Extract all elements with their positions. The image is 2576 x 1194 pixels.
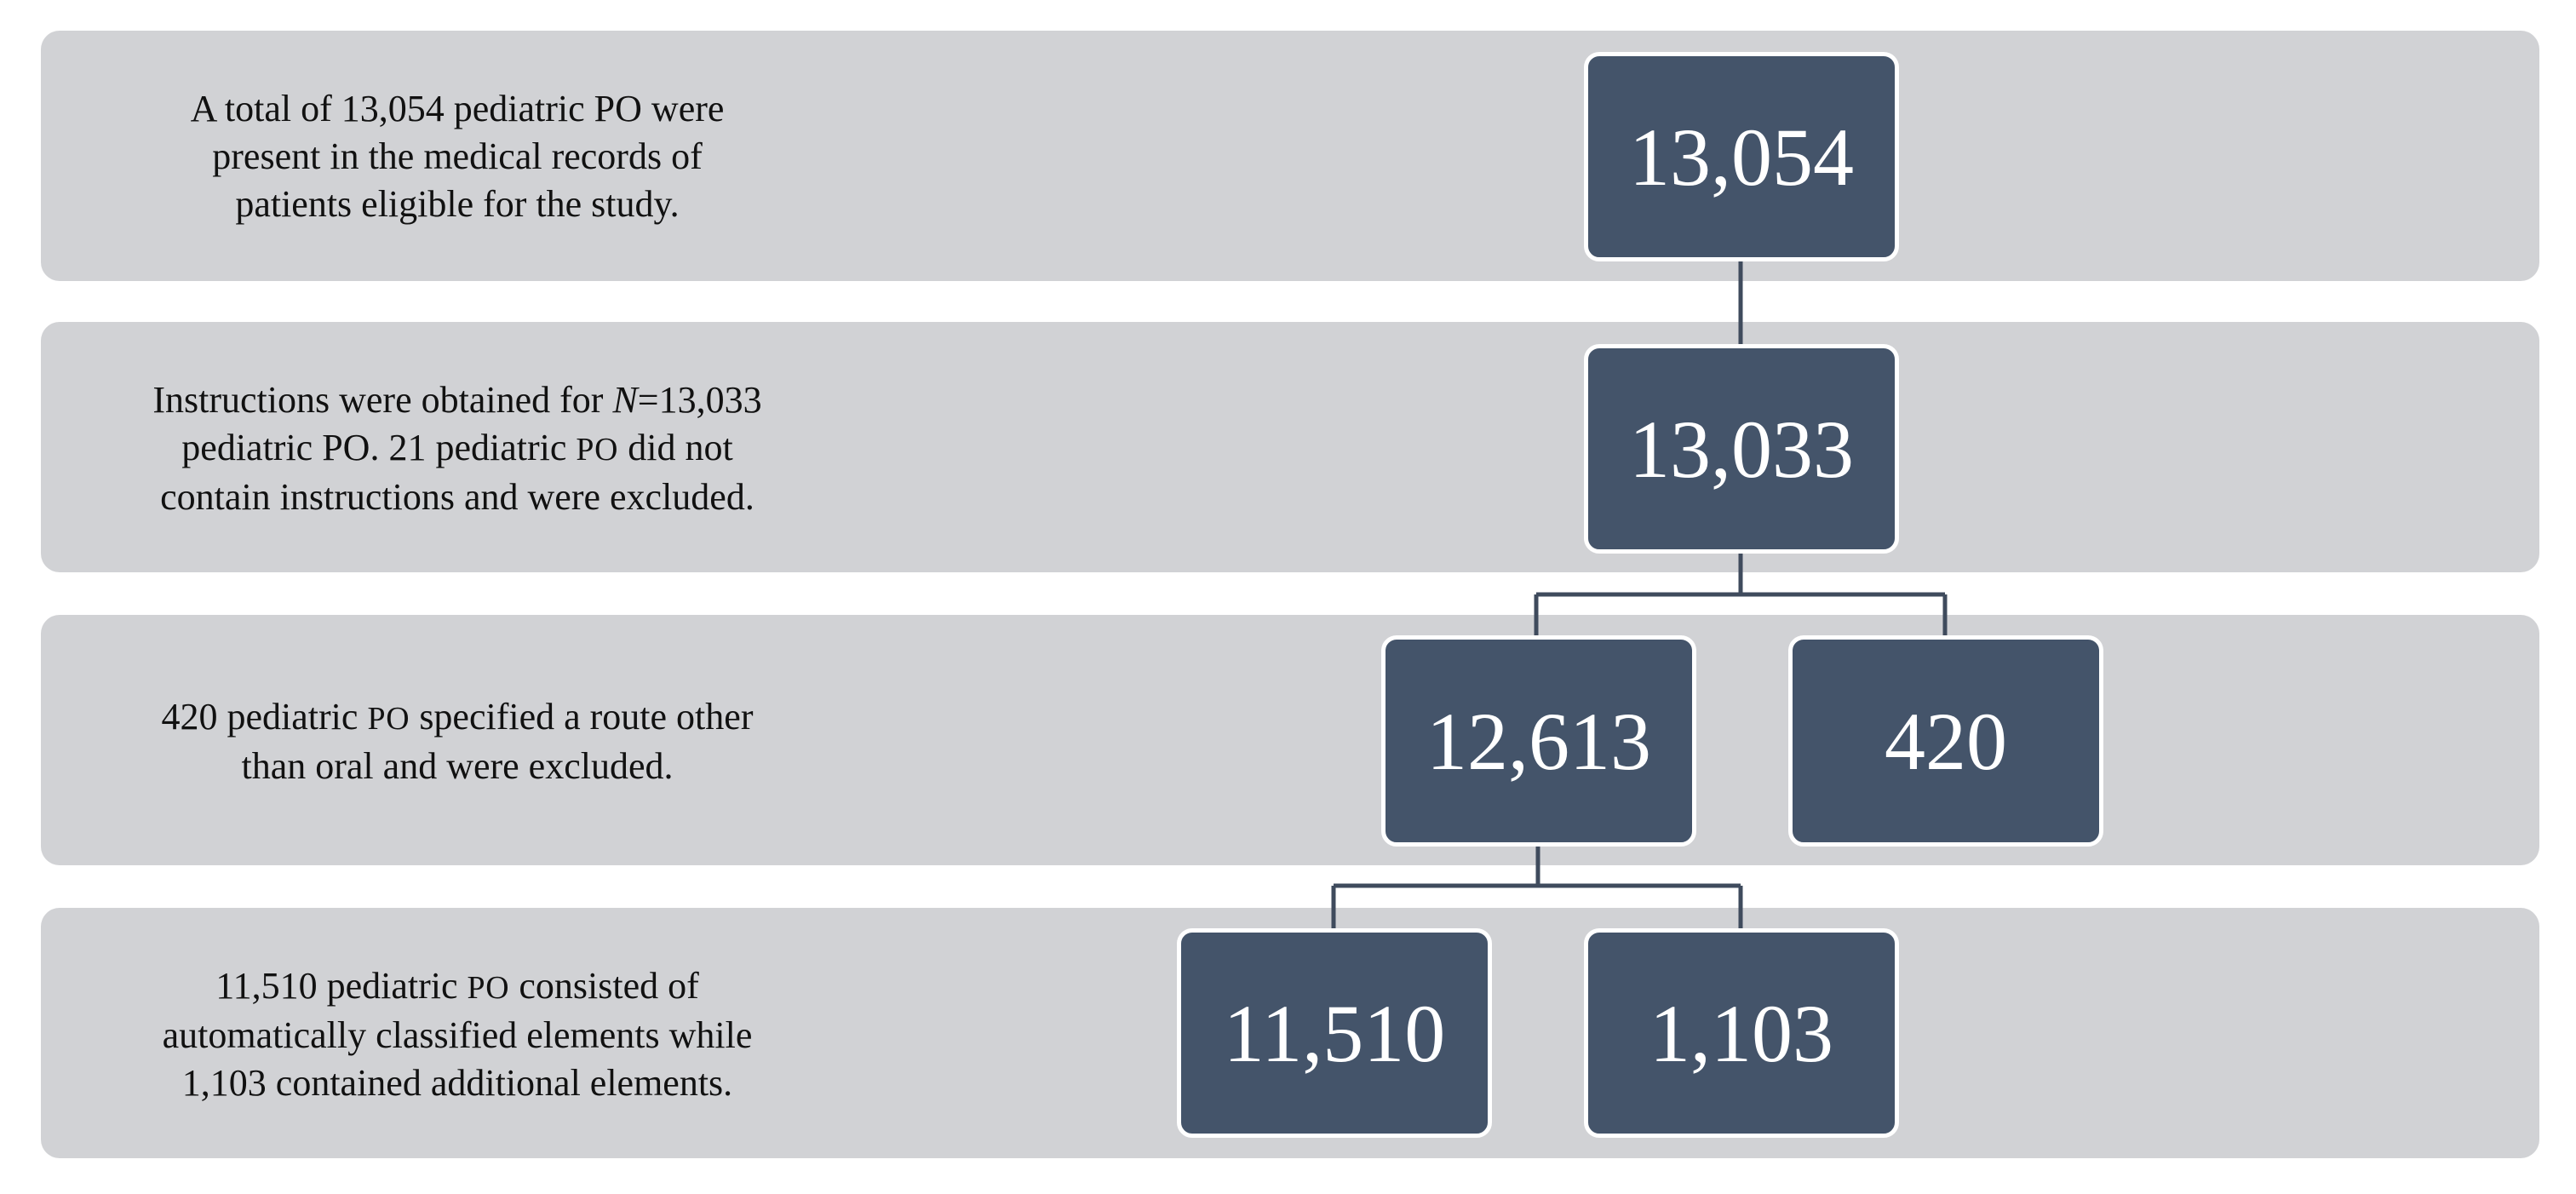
description-line: automatically classified elements while	[95, 1012, 819, 1059]
count-box-automatic-elements: 11,510	[1177, 928, 1492, 1138]
description-text: automatically classified elements while	[162, 1014, 753, 1056]
description-line: contain instructions and were excluded.	[95, 474, 819, 521]
description-text: =13,033	[637, 379, 762, 421]
description-text: PO	[576, 432, 619, 468]
description-line: patients eligible for the study.	[95, 181, 819, 228]
step-band-3: 420 pediatric PO specified a route other…	[41, 615, 2539, 865]
description-text: 420 pediatric	[161, 696, 368, 738]
description-line: 11,510 pediatric PO consisted of	[95, 962, 819, 1012]
description-text: 11,510 pediatric	[215, 965, 468, 1007]
description-text: 1,103 contained additional elements.	[181, 1062, 733, 1104]
italic-variable: N	[612, 379, 638, 421]
count-box-total: 13,054	[1584, 52, 1899, 261]
count-box-other-route: 420	[1788, 635, 2103, 847]
description-line: present in the medical records of	[95, 133, 819, 181]
step-band-1: A total of 13,054 pediatric PO were prese…	[41, 31, 2539, 281]
description-text: pediatric PO. 21 pediatric	[181, 427, 577, 468]
description-text: specified a route other	[410, 696, 754, 738]
count-box-with-instructions: 13,033	[1584, 344, 1899, 554]
step-description-3: 420 pediatric PO specified a route other…	[95, 693, 819, 790]
count-box-additional-elements: 1,103	[1584, 928, 1899, 1138]
count-box-oral-route: 12,613	[1381, 635, 1696, 847]
description-text: Instructions were obtained for	[152, 379, 613, 421]
description-text: contain instructions and were excluded.	[160, 476, 754, 518]
description-text: PO	[367, 701, 410, 737]
description-text: present in the medical records of	[212, 135, 703, 177]
description-text: PO	[467, 970, 510, 1006]
description-text: A total of 13,054 pediatric PO were	[190, 88, 725, 129]
description-text: than oral and were excluded.	[241, 745, 674, 787]
description-line: 420 pediatric PO specified a route other	[95, 693, 819, 743]
description-text: patients eligible for the study.	[235, 183, 680, 225]
description-line: A total of 13,054 pediatric PO were	[95, 85, 819, 133]
description-text: did not	[618, 427, 733, 468]
description-line: pediatric PO. 21 pediatric PO did not	[95, 424, 819, 474]
step-description-1: A total of 13,054 pediatric PO were prese…	[95, 85, 819, 228]
description-line: than oral and were excluded.	[95, 743, 819, 790]
description-text: consisted of	[509, 965, 699, 1007]
description-line: Instructions were obtained for N=13,033	[95, 376, 819, 424]
description-line: 1,103 contained additional elements.	[95, 1059, 819, 1107]
